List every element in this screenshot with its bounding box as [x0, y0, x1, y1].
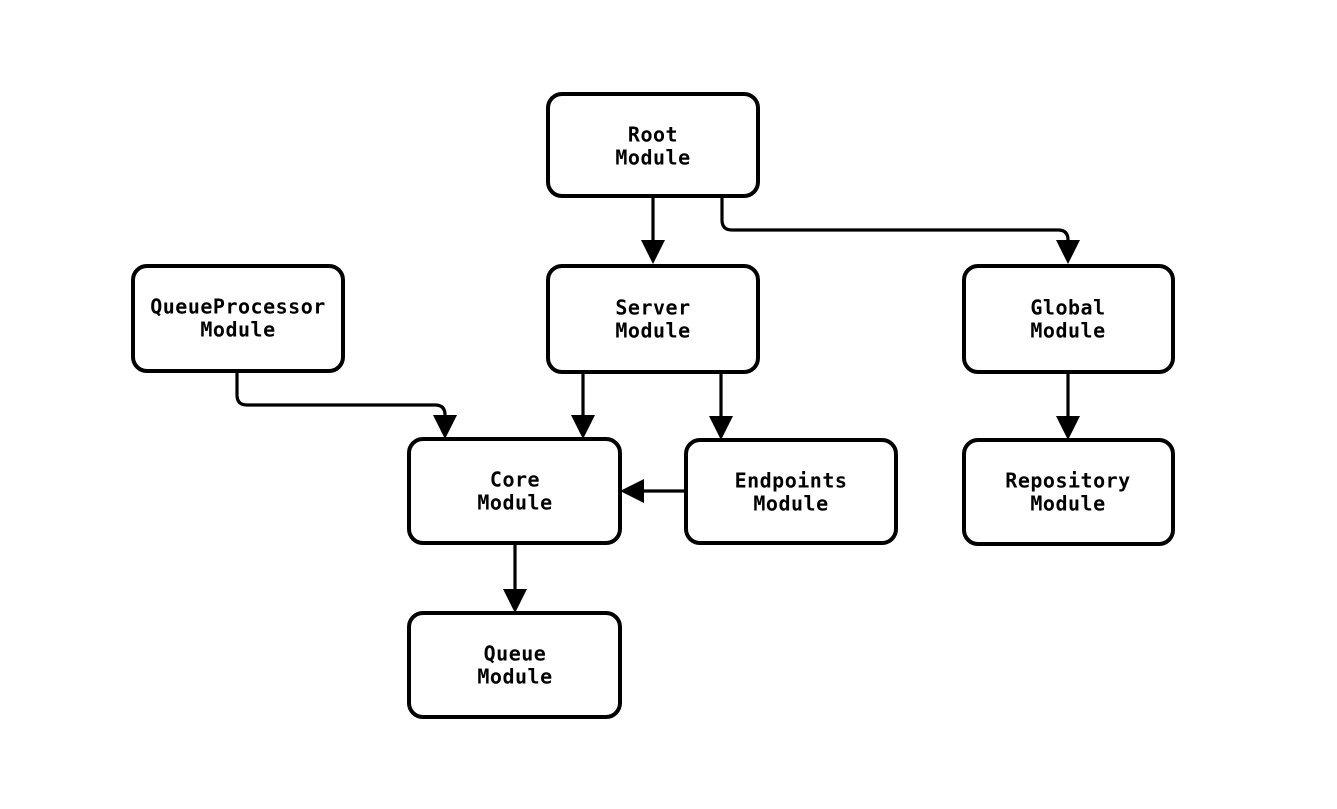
node-server-module[interactable]: Server Module — [546, 264, 760, 374]
node-global-module-box[interactable] — [962, 264, 1175, 374]
node-queue-module-box[interactable] — [407, 611, 622, 719]
edge-root-to-server-arrowhead — [641, 240, 665, 264]
node-endpoints-module-box[interactable] — [684, 438, 898, 545]
node-queueprocessor-module-label-line1: QueueProcessor — [150, 295, 326, 319]
edge-global-to-repository-arrowhead — [1056, 416, 1080, 440]
edge-server-to-core-arrowhead — [571, 415, 595, 439]
node-root-module[interactable]: Root Module — [546, 92, 760, 198]
node-global-module-label-line1: Global — [1030, 296, 1105, 320]
edge-server-to-endpoints-arrowhead — [709, 416, 733, 440]
node-endpoints-module-label-line1: Endpoints — [735, 469, 848, 493]
node-server-module-label-line2: Module — [615, 319, 690, 343]
node-global-module[interactable]: Global Module — [962, 264, 1175, 374]
node-global-module-label-line2: Module — [1030, 319, 1105, 343]
node-core-module-label-line1: Core — [490, 468, 540, 492]
node-queueprocessor-module-box[interactable] — [131, 264, 345, 373]
node-root-module-box[interactable] — [546, 92, 760, 198]
node-repository-module[interactable]: Repository Module — [962, 438, 1175, 546]
edge-server-to-endpoints — [709, 372, 733, 440]
edge-endpoints-to-core-arrowhead — [620, 479, 644, 503]
edge-core-to-queue — [503, 543, 527, 613]
node-root-module-label-line2: Module — [615, 146, 690, 170]
edge-root-to-global-line — [720, 196, 1070, 248]
node-repository-module-box[interactable] — [962, 438, 1175, 546]
edge-global-to-repository — [1056, 372, 1080, 440]
node-server-module-box[interactable] — [546, 264, 760, 374]
edge-root-to-global-arrowhead — [1056, 240, 1080, 264]
node-core-module-label-line2: Module — [477, 491, 552, 515]
edge-queueprocessor-to-core-arrowhead — [433, 415, 457, 439]
node-root-module-label-line1: Root — [628, 123, 678, 147]
node-queue-module-label-line2: Module — [477, 665, 552, 689]
edge-endpoints-to-core — [620, 479, 686, 503]
node-layer: Root Module QueueProcessor Module Server… — [131, 92, 1175, 719]
node-core-module[interactable]: Core Module — [407, 437, 622, 545]
node-repository-module-label-line1: Repository — [1005, 469, 1130, 493]
edge-root-to-server — [641, 196, 665, 264]
edge-root-to-global — [720, 196, 1080, 264]
edge-queueprocessor-to-core — [235, 371, 457, 439]
edge-server-to-core — [571, 372, 595, 439]
node-server-module-label-line1: Server — [615, 296, 690, 320]
node-endpoints-module[interactable]: Endpoints Module — [684, 438, 898, 545]
node-queueprocessor-module-label-line2: Module — [200, 318, 275, 342]
edge-layer — [235, 196, 1080, 613]
node-queue-module[interactable]: Queue Module — [407, 611, 622, 719]
node-repository-module-label-line2: Module — [1030, 492, 1105, 516]
edge-queueprocessor-to-core-line — [235, 371, 447, 423]
edge-core-to-queue-arrowhead — [503, 589, 527, 613]
node-endpoints-module-label-line2: Module — [753, 492, 828, 516]
node-core-module-box[interactable] — [407, 437, 622, 545]
node-queueprocessor-module[interactable]: QueueProcessor Module — [131, 264, 345, 373]
node-queue-module-label-line1: Queue — [484, 642, 547, 666]
